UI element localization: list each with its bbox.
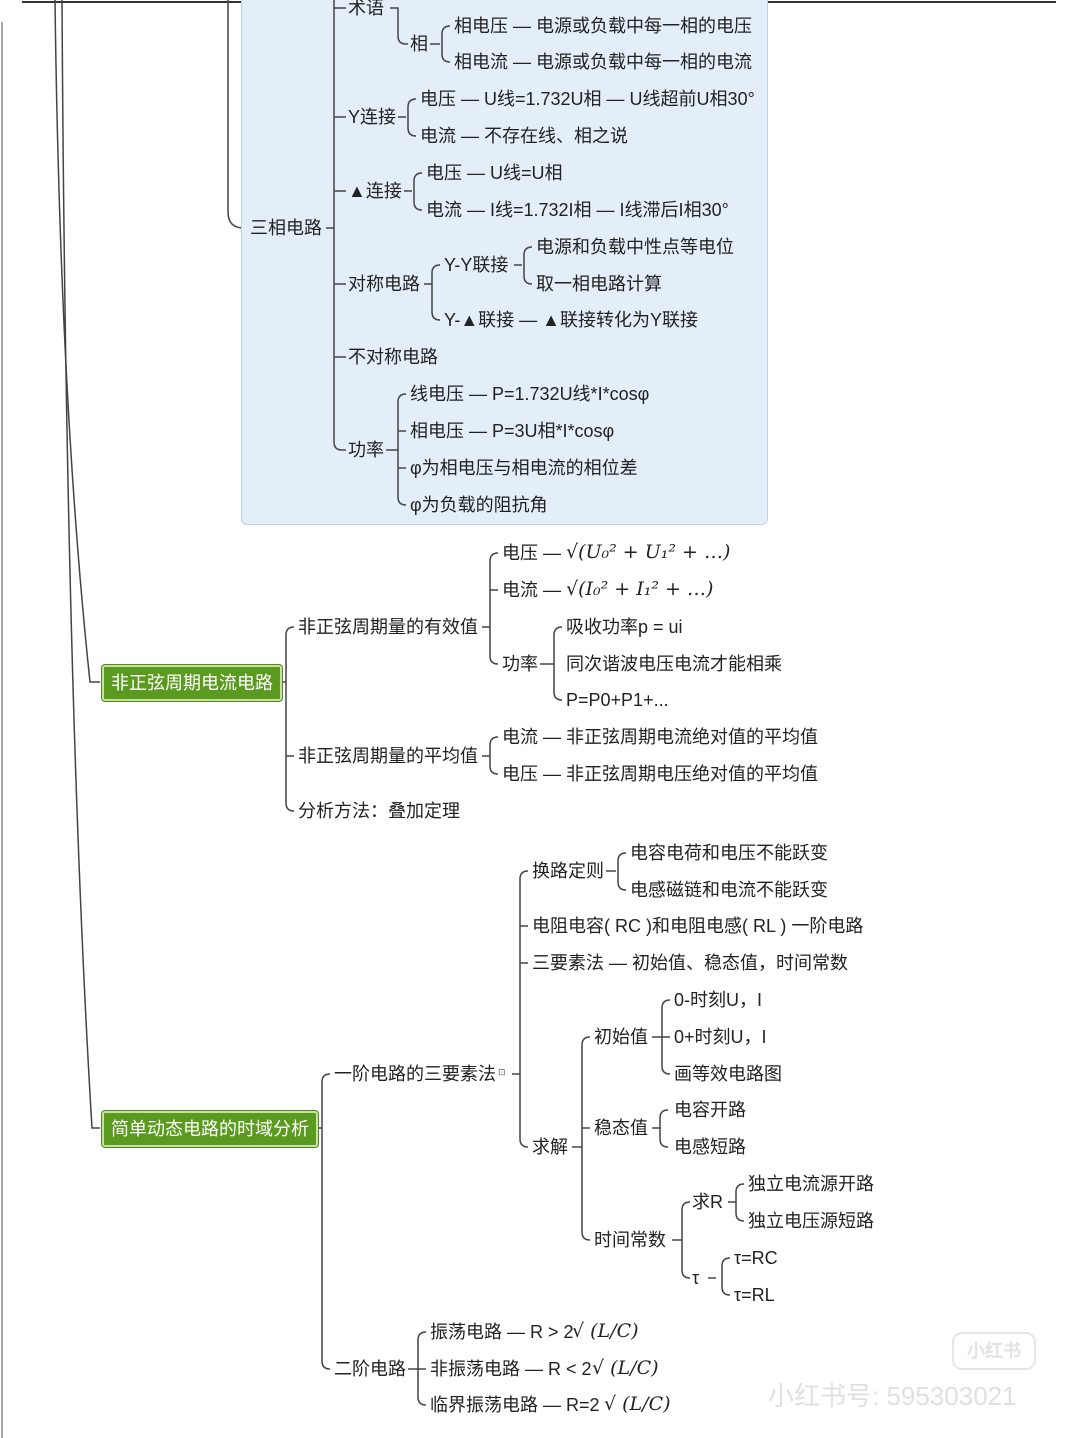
nonsinusoidal-node[interactable]: 非正弦周期电流电路 — [102, 665, 282, 701]
critical-node[interactable]: 临界振荡电路 — R=2 — [430, 1395, 600, 1415]
initial-a-node[interactable]: 0-时刻U，I — [674, 990, 763, 1010]
asymmetric-node[interactable]: 不对称电路 — [348, 347, 438, 367]
yy-b-node[interactable]: 取一相电路计算 — [536, 274, 662, 294]
watermark-logo: 小红书 — [952, 1332, 1036, 1370]
rc-rl-node[interactable]: 电阻电容( RC )和电阻电感( RL ) 一阶电路 — [532, 916, 864, 936]
rms-power-b-node[interactable]: 同次谐波电压电流才能相乘 — [566, 654, 782, 674]
rms-current-label[interactable]: 电流 — — [502, 580, 562, 600]
rms-node[interactable]: 非正弦周期量的有效值 — [298, 617, 478, 637]
yy-node[interactable]: Y-Y联接 — [444, 255, 509, 275]
y-current-node[interactable]: 电流 — 不存在线、相之说 — [420, 126, 629, 146]
avg-voltage-node[interactable]: 电压 — 非正弦周期电压绝对值的平均值 — [502, 764, 819, 784]
rms-power-node[interactable]: 功率 — [502, 654, 538, 674]
three-elements-node[interactable]: 三要素法 — 初始值、稳态值，时间常数 — [532, 953, 849, 973]
nonosc-node[interactable]: 非振荡电路 — R < 2 — [430, 1359, 592, 1379]
power-phase-node[interactable]: 相电压 — P=3U相*I*cosφ — [410, 421, 615, 441]
method-node[interactable]: 分析方法：叠加定理 — [298, 801, 460, 821]
switching-a-node[interactable]: 电容电荷和电压不能跃变 — [630, 843, 828, 863]
initial-node[interactable]: 初始值 — [594, 1027, 648, 1047]
initial-c-node[interactable]: 画等效电路图 — [674, 1064, 782, 1084]
symmetric-node[interactable]: 对称电路 — [348, 274, 420, 294]
find-r-b-node[interactable]: 独立电压源短路 — [748, 1211, 874, 1231]
switching-b-node[interactable]: 电感磁链和电流不能跃变 — [630, 880, 828, 900]
three-phase-node[interactable]: 三相电路 — [250, 218, 322, 238]
switching-node[interactable]: 换路定则 — [532, 861, 604, 881]
tau-node[interactable]: τ — [692, 1268, 700, 1288]
osc-formula: √ (L/C) — [572, 1320, 639, 1342]
power-node[interactable]: 功率 — [348, 440, 384, 460]
find-r-a-node[interactable]: 独立电流源开路 — [748, 1174, 874, 1194]
dynamic-node[interactable]: 简单动态电路的时域分析 — [102, 1111, 318, 1147]
steady-node[interactable]: 稳态值 — [594, 1118, 648, 1138]
delta-connect-node[interactable]: ▲连接 — [348, 181, 402, 201]
y-voltage-node[interactable]: 电压 — U线=1.732U相 — U线超前U相30° — [420, 89, 755, 109]
term-node[interactable]: 术语 — [348, 0, 384, 18]
delta-current-node[interactable]: 电流 — I线=1.732I相 — I线滞后I相30° — [426, 200, 729, 220]
power-phi2-node[interactable]: φ为负载的阻抗角 — [410, 495, 548, 515]
note-icon[interactable]: ⊡ — [498, 1067, 506, 1077]
steady-a-node[interactable]: 电容开路 — [674, 1100, 746, 1120]
find-r-node[interactable]: 求R — [692, 1192, 723, 1212]
three-phase-highlight — [241, 0, 768, 525]
power-line-node[interactable]: 线电压 — P=1.732U线*I*cosφ — [410, 384, 650, 404]
nonosc-formula: √ (L/C) — [592, 1357, 659, 1379]
initial-b-node[interactable]: 0+时刻U，I — [674, 1027, 767, 1047]
phase-current-node[interactable]: 相电流 — 电源或负载中每一相的电流 — [454, 52, 753, 72]
avg-node[interactable]: 非正弦周期量的平均值 — [298, 746, 478, 766]
y-connect-node[interactable]: Y连接 — [348, 107, 397, 127]
avg-current-node[interactable]: 电流 — 非正弦周期电流绝对值的平均值 — [502, 727, 819, 747]
phase-voltage-node[interactable]: 相电压 — 电源或负载中每一相的电压 — [454, 16, 753, 36]
critical-formula: √ (L/C) — [604, 1393, 671, 1415]
steady-b-node[interactable]: 电感短路 — [674, 1137, 746, 1157]
rms-voltage-formula: √(U₀² + U₁² + …) — [566, 541, 731, 563]
rms-power-c-node[interactable]: P=P0+P1+... — [566, 690, 669, 710]
tau-a-node[interactable]: τ=RC — [734, 1248, 778, 1268]
solve-node[interactable]: 求解 — [532, 1137, 568, 1157]
rms-current-formula: √(I₀² + I₁² + …) — [566, 578, 714, 600]
first-order-node[interactable]: 一阶电路的三要素法 — [334, 1064, 496, 1084]
watermark-id: 小红书号: 595303021 — [768, 1381, 1017, 1411]
power-phi1-node[interactable]: φ为相电压与相电流的相位差 — [410, 458, 638, 478]
yy-a-node[interactable]: 电源和负载中性点等电位 — [536, 237, 734, 257]
second-order-node[interactable]: 二阶电路 — [334, 1359, 406, 1379]
delta-voltage-node[interactable]: 电压 — U线=U相 — [426, 163, 563, 183]
osc-node[interactable]: 振荡电路 — R > 2 — [430, 1322, 574, 1342]
rms-voltage-label[interactable]: 电压 — — [502, 543, 562, 563]
time-const-node[interactable]: 时间常数 — [594, 1230, 666, 1250]
tau-b-node[interactable]: τ=RL — [734, 1285, 775, 1305]
ydelta-node[interactable]: Y-▲联接 — ▲联接转化为Y联接 — [444, 310, 698, 330]
rms-power-a-node[interactable]: 吸收功率p = ui — [566, 617, 683, 637]
phase-node[interactable]: 相 — [410, 34, 428, 54]
